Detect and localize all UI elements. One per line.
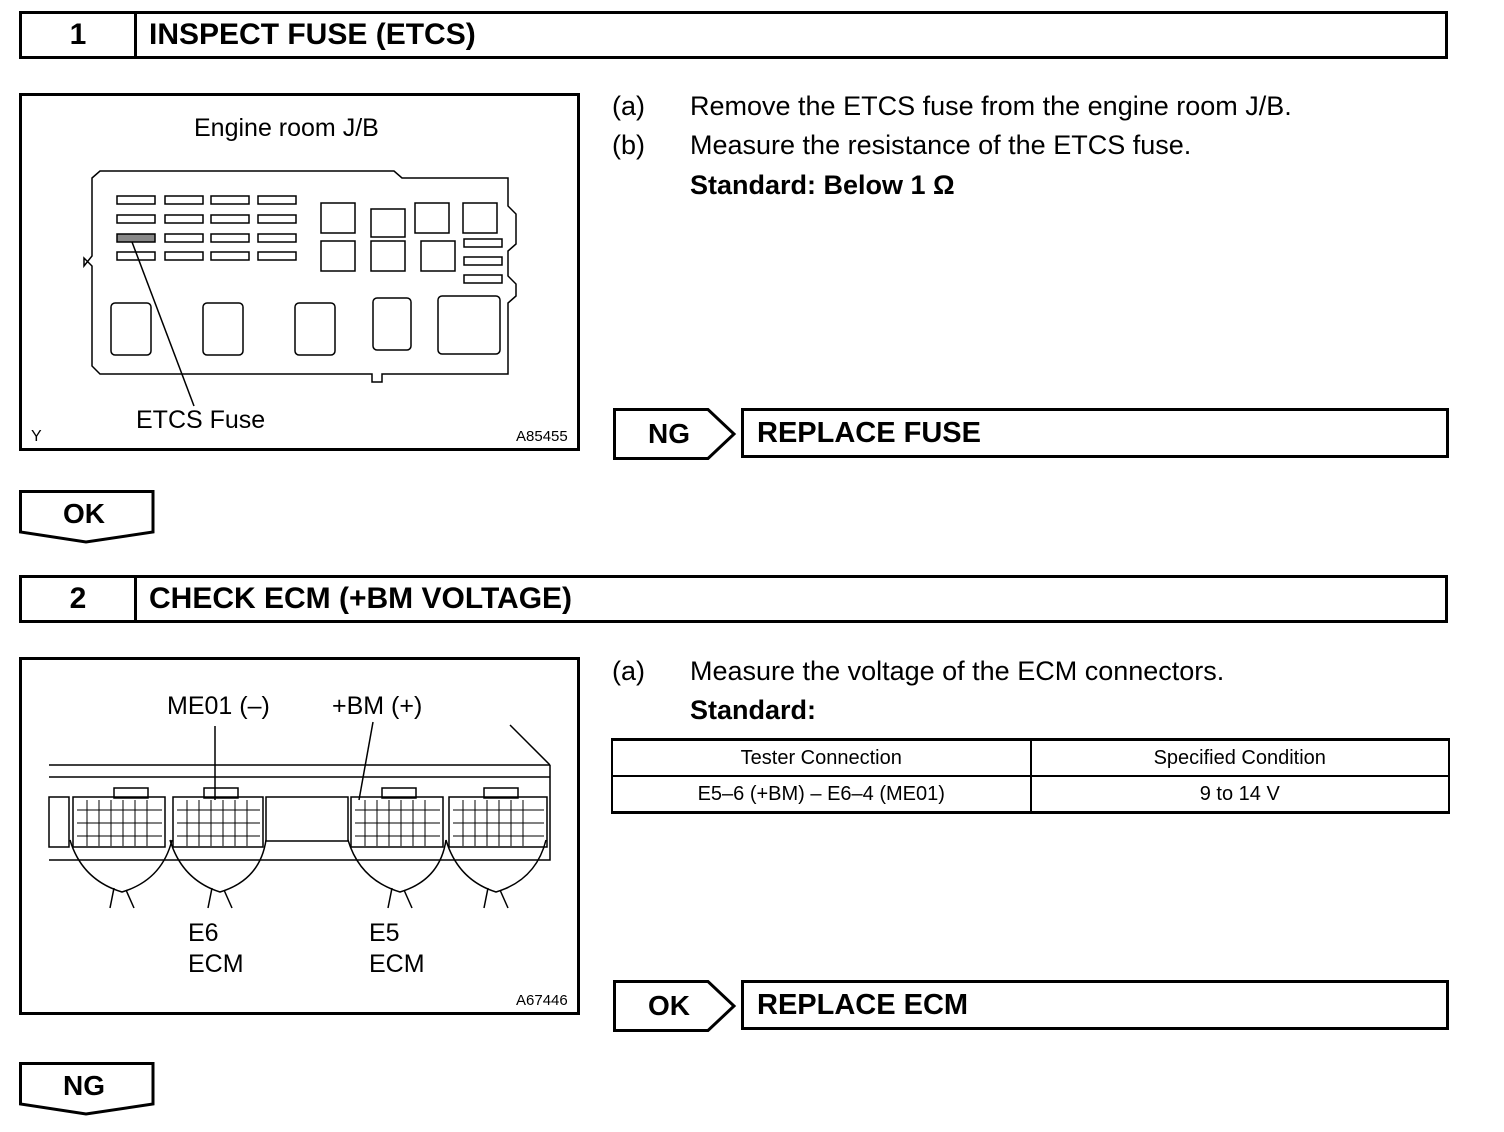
instruction-letter: (a)	[612, 656, 645, 686]
step-2-header: 2 CHECK ECM (+BM VOLTAGE)	[19, 575, 1448, 623]
negative-probe-label: ME01 (–)	[167, 692, 270, 720]
positive-probe-label: +BM (+)	[332, 692, 423, 720]
ecm-connector-drawing	[48, 721, 551, 909]
step-title: INSPECT FUSE (ETCS)	[149, 18, 476, 51]
table-cell: 9 to 14 V	[1029, 775, 1450, 814]
down-arrow-icon	[19, 1062, 155, 1116]
step-1-header: 1 INSPECT FUSE (ETCS)	[19, 11, 1448, 59]
next-tag-label: NG	[63, 1070, 105, 1101]
figure-heading: Engine room J/B	[194, 114, 379, 142]
junction-block-drawing	[83, 170, 517, 407]
connector-e6-ecm-label: ECM	[188, 950, 244, 978]
standard-label: Standard:	[690, 695, 817, 725]
instruction-text: Measure the voltage of the ECM connector…	[690, 656, 1225, 686]
table-row: E5–6 (+BM) – E6–4 (ME01) 9 to 14 V	[611, 775, 1450, 814]
ok-result-tag: OK	[613, 980, 737, 1032]
step-number: 2	[22, 578, 137, 620]
instruction-text: Remove the ETCS fuse from the engine roo…	[690, 91, 1292, 121]
replace-ecm-action: REPLACE ECM	[741, 980, 1449, 1030]
table-header: Specified Condition	[1029, 738, 1450, 777]
ng-result-tag: NG	[613, 408, 737, 460]
result-tag-label: NG	[648, 418, 690, 449]
result-arrow-icon	[613, 980, 737, 1032]
step-title: CHECK ECM (+BM VOLTAGE)	[149, 582, 573, 615]
table-cell: E5–6 (+BM) – E6–4 (ME01)	[611, 775, 1032, 814]
connector-e6-label: E6	[188, 919, 219, 947]
next-tag-label: OK	[63, 498, 105, 529]
down-arrow-icon	[19, 490, 155, 544]
instruction-letter: (a)	[612, 91, 645, 121]
connector-e5-ecm-label: ECM	[369, 950, 425, 978]
ok-next-tag: OK	[19, 490, 155, 544]
ng-next-tag: NG	[19, 1062, 155, 1116]
ecm-connector-illustration: ME01 (–) +BM (+) E6 ECM E5 ECM A67446	[19, 657, 580, 1015]
figure-callout: ETCS Fuse	[136, 406, 266, 434]
figure-id: A85455	[516, 428, 568, 445]
instruction-text: Measure the resistance of the ETCS fuse.	[690, 130, 1192, 160]
figure-id: A67446	[516, 992, 568, 1009]
standard-value: Standard: Below 1 Ω	[690, 170, 955, 200]
instruction-letter: (b)	[612, 130, 645, 160]
table-header: Tester Connection	[611, 738, 1032, 777]
result-tag-label: OK	[648, 990, 690, 1021]
step-number: 1	[22, 14, 137, 56]
replace-fuse-action: REPLACE FUSE	[741, 408, 1449, 458]
connector-e5-label: E5	[369, 919, 400, 947]
table-header-row: Tester Connection Specified Condition	[611, 738, 1450, 777]
figure-corner-mark: Y	[31, 428, 42, 445]
result-arrow-icon	[613, 408, 737, 460]
fuse-box-illustration: Engine room J/B ETCS Fuse Y A85455	[19, 93, 580, 451]
specification-table: Tester Connection Specified Condition E5…	[611, 738, 1450, 814]
